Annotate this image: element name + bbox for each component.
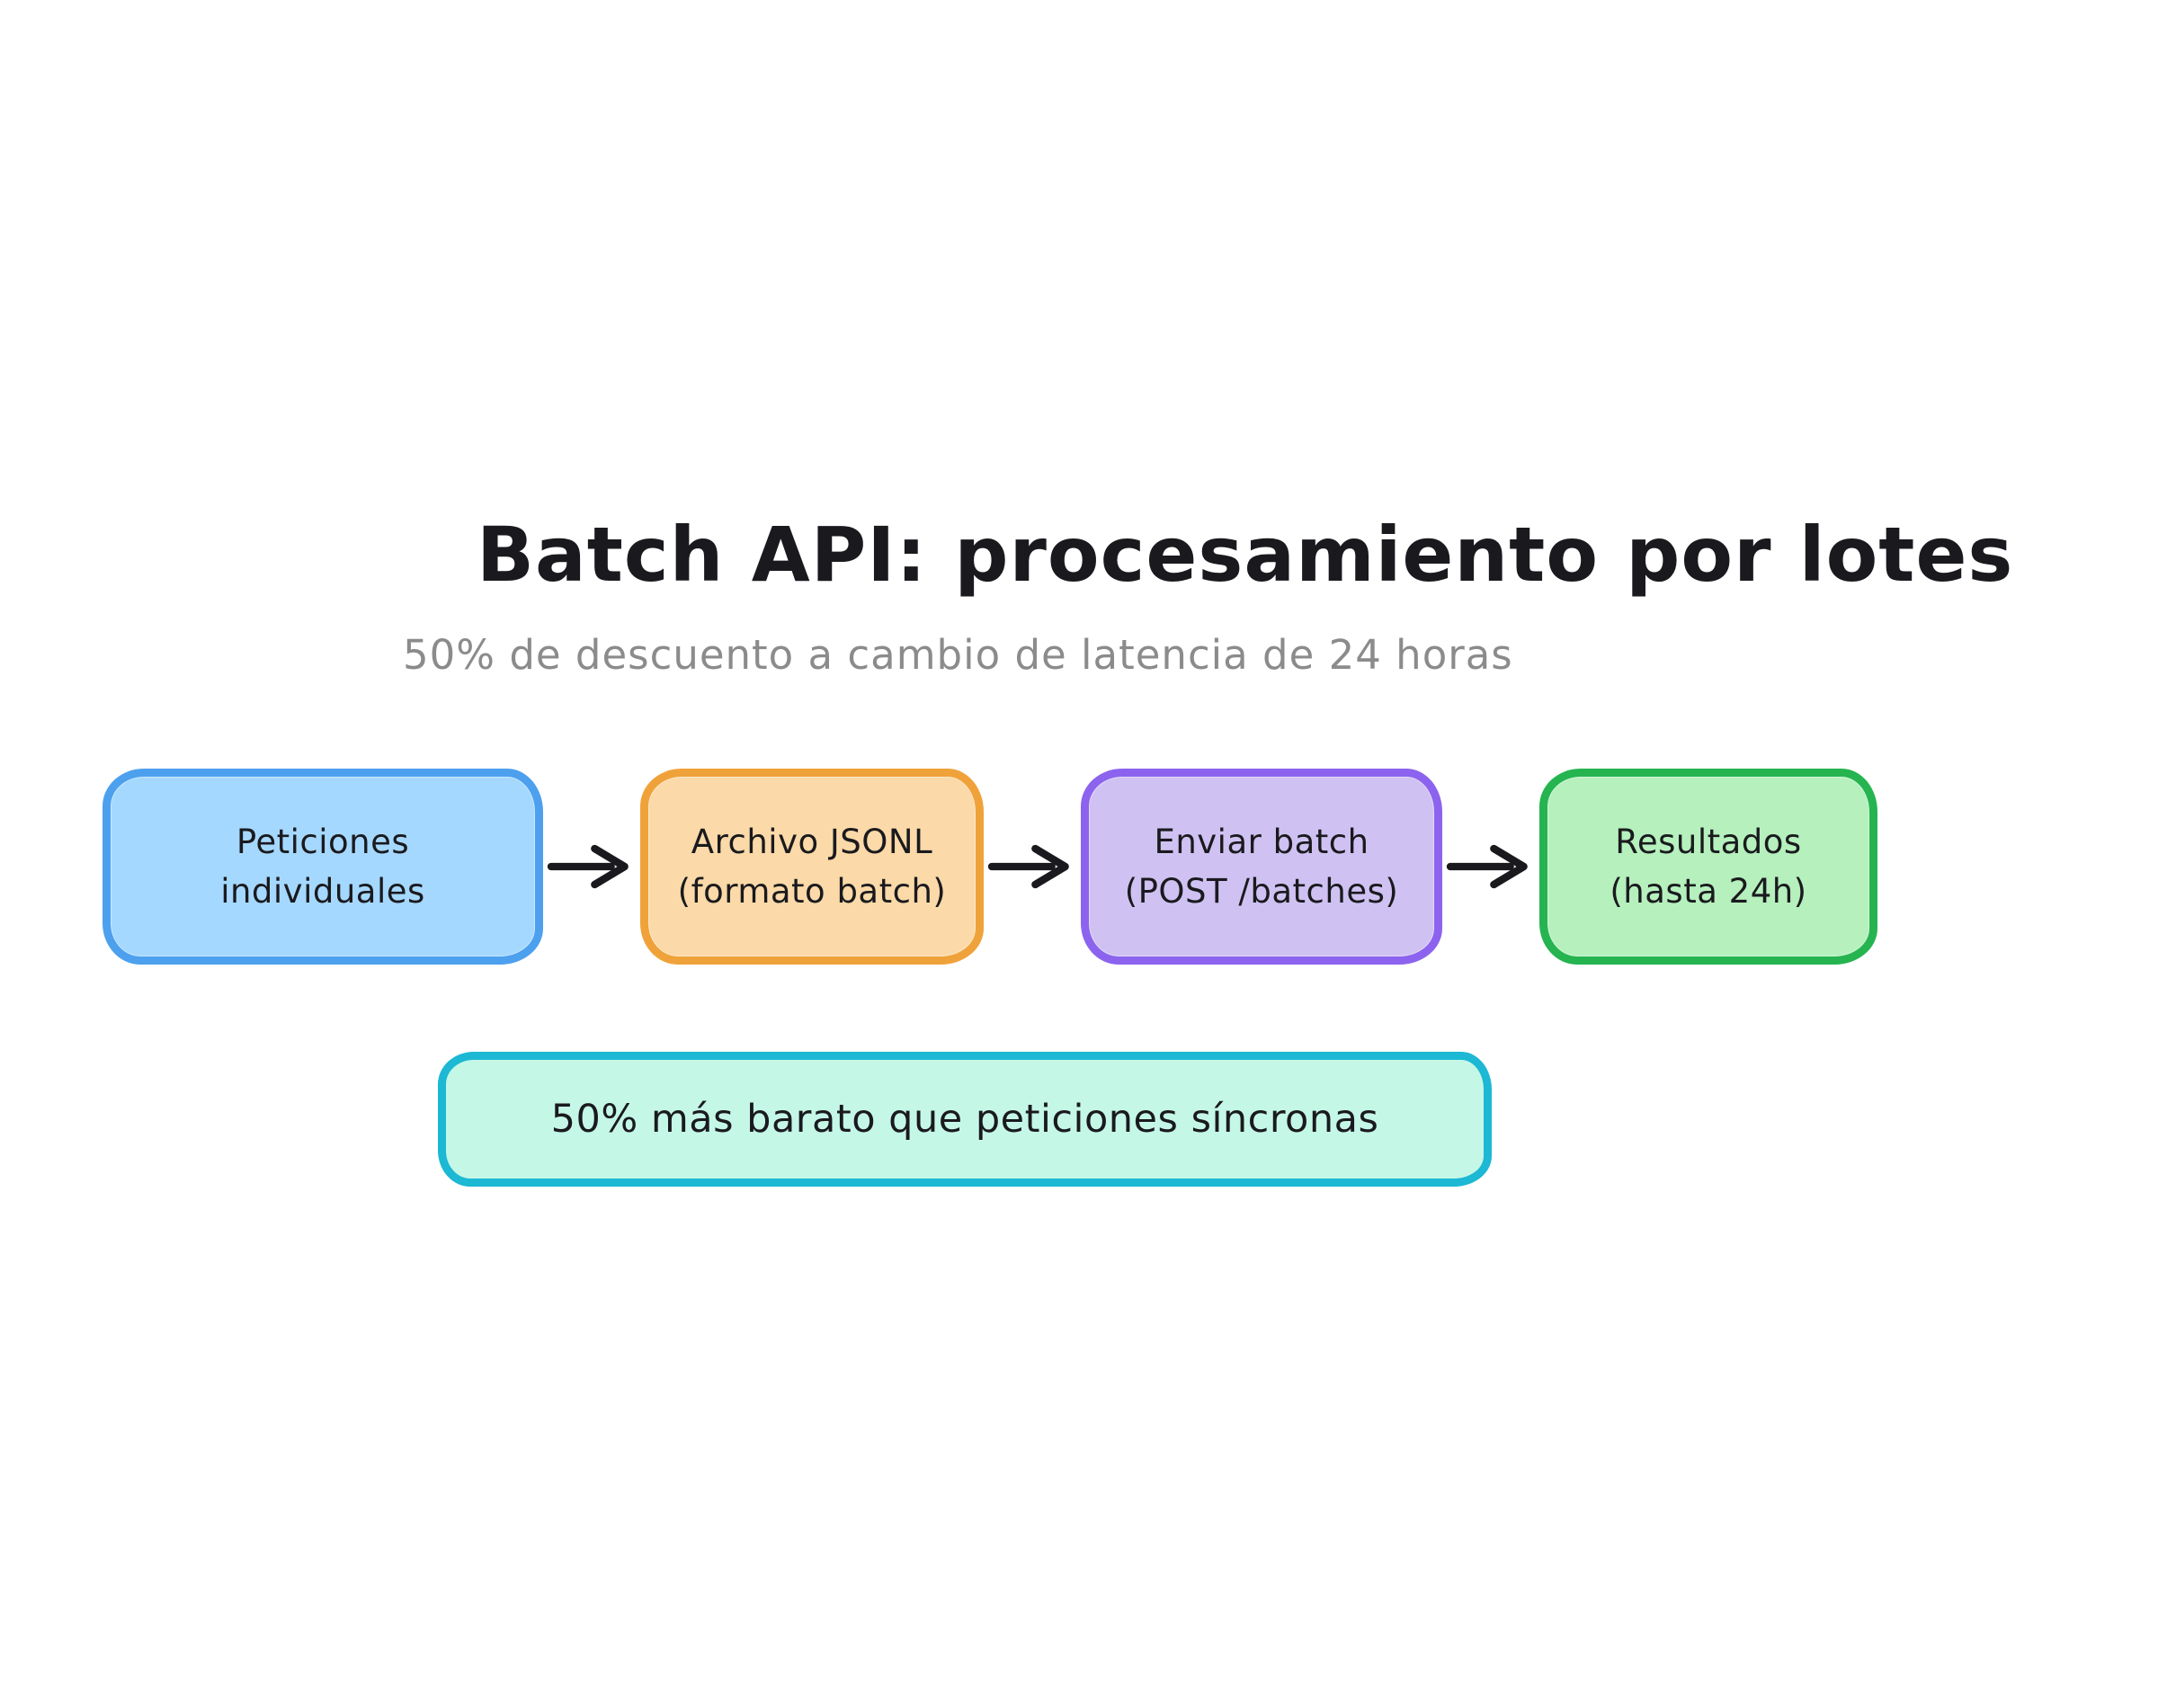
note-box-discount: 50% más barato que peticiones síncronas (438, 1052, 1492, 1187)
flow-node-resultados: Resultados (hasta 24h) (1539, 769, 1877, 965)
flow-node-enviar-batch: Enviar batch (POST /batches) (1081, 769, 1442, 965)
flow-node-peticiones-individuales: Peticiones individuales (103, 769, 543, 965)
note-label: 50% más barato que peticiones síncronas (550, 1097, 1379, 1142)
flow-node-label: Archivo JSONL (formato batch) (677, 822, 947, 912)
diagram-title: Batch API: procesamiento por lotes (477, 511, 2014, 599)
flow-node-label: Peticiones individuales (220, 822, 425, 912)
flow-arrow-icon (1446, 844, 1528, 889)
flow-arrow-icon (987, 844, 1069, 889)
diagram-subtitle: 50% de descuento a cambio de latencia de… (403, 631, 1513, 679)
flow-node-label: Enviar batch (POST /batches) (1124, 822, 1399, 912)
flow-node-label: Resultados (hasta 24h) (1610, 822, 1807, 912)
flow-row: Peticiones individuales Archivo JSONL (f… (103, 769, 1877, 965)
flow-node-archivo-jsonl: Archivo JSONL (formato batch) (640, 769, 984, 965)
flow-arrow-icon (547, 844, 629, 889)
